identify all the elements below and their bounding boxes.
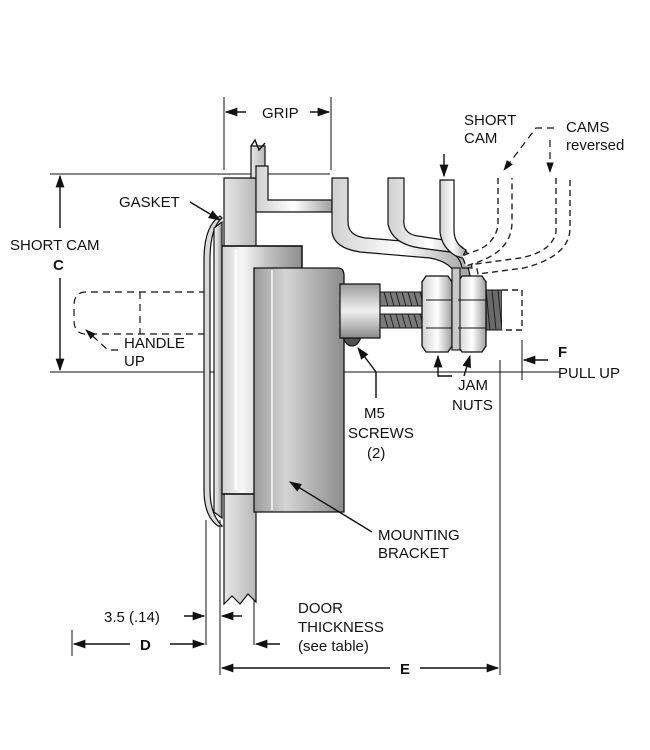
reversed-cams	[461, 178, 571, 275]
label-dim-35: 3.5 (.14)	[104, 609, 160, 626]
dimension-f	[521, 340, 548, 380]
label-pull-up: PULL UP	[558, 365, 620, 382]
label-m5-screws-1: M5	[364, 405, 385, 422]
label-jam-nuts-1: JAM	[458, 377, 488, 394]
gasket	[203, 215, 224, 527]
label-dim-f: F	[558, 344, 567, 361]
label-grip: GRIP	[262, 105, 299, 122]
extension-lines	[50, 97, 560, 675]
label-short-cam-left: SHORT CAM	[10, 237, 99, 254]
label-dim-c: C	[53, 257, 64, 274]
jam-nuts	[421, 267, 487, 353]
flange	[213, 220, 223, 520]
label-door-thickness-2: THICKNESS	[298, 619, 384, 636]
label-short-cam-top-1: SHORT	[464, 112, 516, 129]
label-door-thickness-1: DOOR	[298, 600, 343, 617]
mounting-bracket	[253, 267, 345, 513]
label-dim-e: E	[400, 661, 410, 678]
label-jam-nuts-2: NUTS	[452, 397, 493, 414]
label-mounting-bracket-1: MOUNTING	[378, 527, 460, 544]
label-dim-d: D	[140, 637, 151, 654]
label-mounting-bracket-2: BRACKET	[378, 545, 449, 562]
cam-shaft	[339, 283, 523, 339]
dimension-d	[71, 630, 206, 656]
leader-lines	[85, 127, 554, 533]
handle-up-outline	[73, 291, 206, 335]
label-handle-up-2: UP	[124, 353, 145, 370]
label-cams-reversed-1: CAMS	[566, 119, 609, 136]
label-m5-screws-2: SCREWS	[348, 425, 414, 442]
cam-options	[331, 177, 473, 331]
label-gasket: GASKET	[119, 194, 180, 211]
label-short-cam-top-2: CAM	[464, 130, 497, 147]
label-handle-up-1: HANDLE	[124, 335, 185, 352]
label-cams-reversed-2: reversed	[566, 137, 624, 154]
label-door-thickness-3: (see table)	[298, 638, 369, 655]
short-cam	[255, 165, 333, 213]
label-m5-screws-3: (2)	[367, 445, 385, 462]
